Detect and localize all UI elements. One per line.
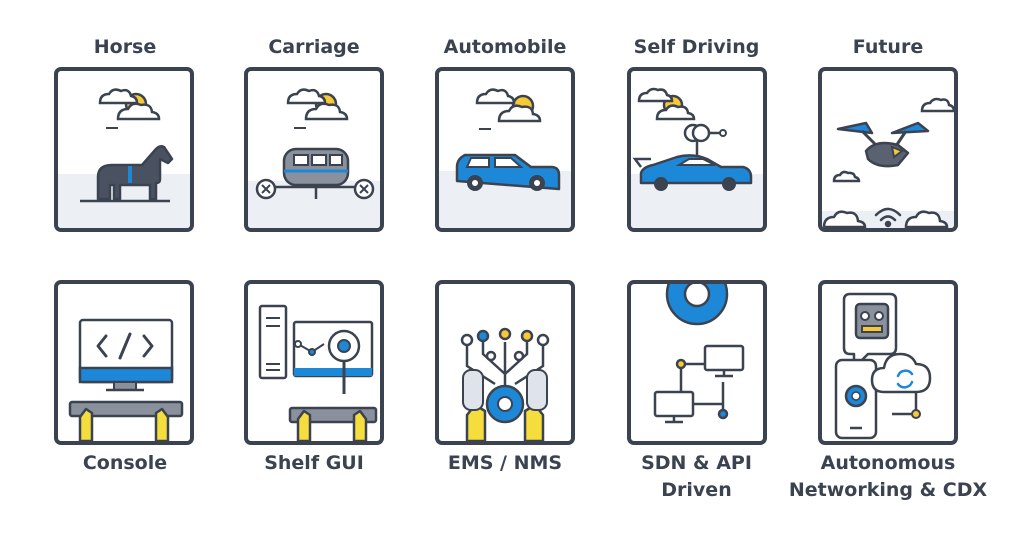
label-self-driving: Self Driving <box>633 36 760 58</box>
car-icon <box>455 153 561 191</box>
computer-icon <box>703 344 745 378</box>
cloud-icon <box>286 88 349 121</box>
label-shelf-gui: Shelf GUI <box>264 452 364 474</box>
card-self-driving <box>627 67 767 232</box>
label-networking-cdx: Networking & CDX <box>788 479 988 501</box>
label-sdn-api: SDN & API <box>641 452 752 474</box>
hands-icon <box>465 403 545 441</box>
label-future: Future <box>852 36 924 58</box>
robot-icon <box>842 292 898 370</box>
label-driven: Driven <box>661 479 732 501</box>
cloud-icon <box>98 88 161 121</box>
hands-icon <box>296 409 368 441</box>
card-carriage <box>244 67 384 232</box>
server-icon <box>258 304 288 380</box>
card-shelf-gui <box>244 280 384 445</box>
magnifier-icon <box>327 329 361 394</box>
label-ems-nms: EMS / NMS <box>447 452 563 474</box>
gear-icon <box>485 384 525 424</box>
card-automobile <box>435 67 575 232</box>
computer-icon <box>653 390 695 424</box>
cloud-icon <box>822 97 954 228</box>
wifi-icon <box>874 207 902 228</box>
network-nodes-icon <box>460 327 550 402</box>
sensor-icon <box>683 123 727 157</box>
label-automobile: Automobile <box>443 36 567 58</box>
gear-icon <box>665 284 729 326</box>
connection-lines <box>675 358 729 420</box>
card-autonomous <box>818 280 958 445</box>
card-console <box>54 280 194 445</box>
drone-icon <box>836 121 930 168</box>
hands-icon <box>78 407 170 441</box>
card-sdn-api <box>627 280 767 445</box>
card-future <box>818 67 958 232</box>
keyboard-icon <box>68 400 184 418</box>
cloud-icon <box>475 88 542 123</box>
cloud-icon <box>637 87 696 121</box>
code-icon <box>96 332 154 360</box>
label-autonomous: Autonomous <box>820 452 956 474</box>
card-ems-nms <box>435 280 575 445</box>
label-console: Console <box>82 452 168 474</box>
phone-icon <box>834 358 878 440</box>
carriage-icon <box>255 147 375 200</box>
horse-icon <box>96 145 174 201</box>
cloud-sync-icon <box>870 352 932 419</box>
monitor-icon <box>78 318 174 392</box>
card-horse <box>54 67 194 232</box>
self-driving-car-icon <box>632 154 753 191</box>
label-carriage: Carriage <box>268 36 360 58</box>
label-horse: Horse <box>93 36 157 58</box>
